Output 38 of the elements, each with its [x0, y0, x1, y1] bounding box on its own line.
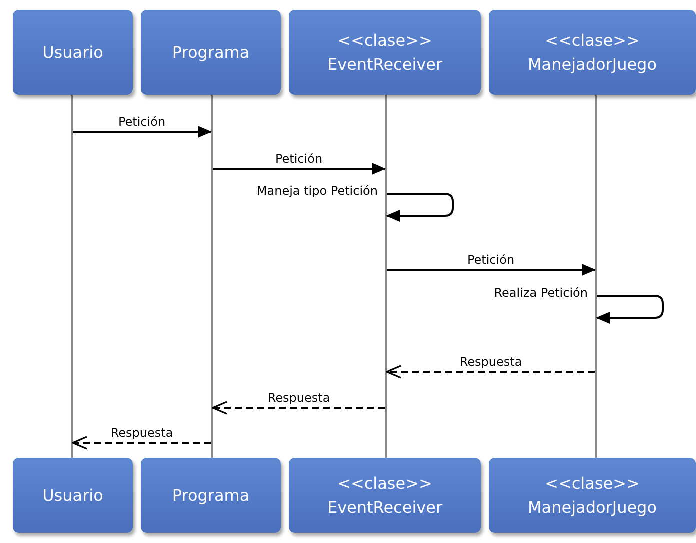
self-message-arrow [386, 193, 454, 222]
stereotype-label: <<clase>> [338, 472, 432, 494]
participant-name: Usuario [42, 484, 104, 506]
participant-box [489, 458, 696, 533]
lifeline [71, 95, 73, 458]
edge-label: Petición [467, 253, 515, 268]
edge-label: Respuesta [268, 391, 330, 406]
lifeline [385, 95, 387, 458]
edge-label: Respuesta [460, 355, 522, 370]
message-arrow [387, 264, 596, 276]
participant-box [141, 10, 281, 95]
edge-label: Petición [118, 115, 166, 130]
return-message-arrow [72, 436, 211, 450]
participant-name: ManejadorJuego [528, 54, 657, 76]
participant-name: Programa [172, 484, 250, 506]
return-message-arrow [386, 365, 595, 379]
message-arrow [213, 163, 386, 175]
stereotype-label: <<clase>> [545, 472, 640, 494]
self-message-arrow [596, 295, 664, 324]
participant-name: EventReceiver [327, 54, 443, 76]
participant-name: ManejadorJuego [528, 496, 657, 518]
stereotype-label: <<clase>> [545, 30, 640, 52]
edge-label: Petición [275, 152, 323, 167]
participant-name: EventReceiver [327, 496, 443, 518]
participant-box [13, 458, 133, 533]
participant-box [289, 10, 481, 95]
participant-name: Usuario [42, 42, 104, 64]
return-message-arrow [212, 401, 385, 415]
participant-box [289, 458, 481, 533]
message-arrow [73, 126, 212, 138]
lifeline [211, 95, 213, 458]
participant-box [489, 10, 696, 95]
lifeline [595, 95, 597, 458]
edge-label: Respuesta [110, 426, 174, 441]
participant-name: Programa [172, 42, 250, 64]
participant-box [141, 458, 281, 533]
participant-box [13, 10, 133, 95]
stereotype-label: <<clase>> [338, 30, 432, 52]
